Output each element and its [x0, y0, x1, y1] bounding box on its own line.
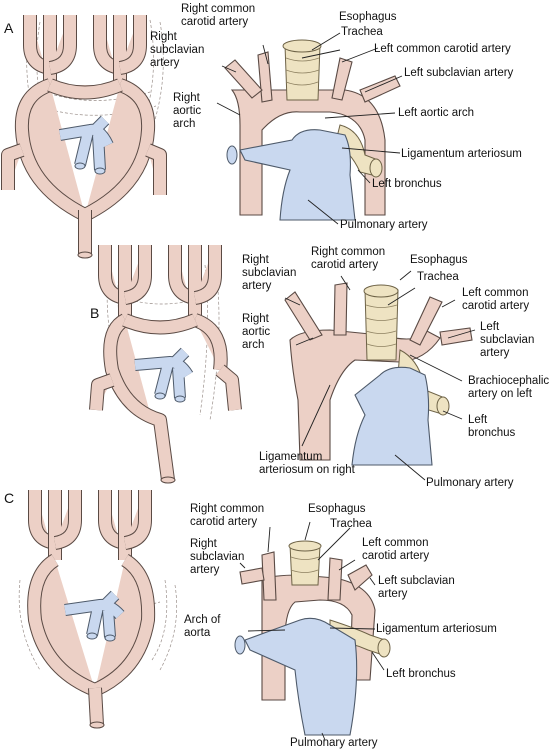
label-a-left-bronchus: Left bronchus: [372, 178, 442, 190]
label-c-right-common-carotid-2: carotid artery: [190, 516, 257, 528]
label-b-right-aortic-arch-1: Right: [242, 313, 270, 325]
label-c-left-bronchus: Left bronchus: [386, 668, 456, 680]
label-c-trachea: Trachea: [330, 518, 372, 530]
label-a-right-common-carotid-1: Right common: [181, 3, 255, 15]
label-a-right-subclavian-2: subclavian: [150, 44, 204, 56]
label-b-right-subclavian-3: artery: [242, 280, 272, 292]
label-b-left-bronchus-1: Left: [468, 414, 488, 426]
label-b-right-common-carotid-1: Right common: [311, 246, 385, 258]
label-c-pulmonary: Pulmonary artery: [290, 737, 378, 749]
label-c-ligamentum: Ligamentum arteriosum: [376, 623, 497, 635]
label-b-left-subclavian-2: subclavian: [480, 334, 534, 346]
label-c-left-common-carotid-2: carotid artery: [362, 550, 429, 562]
label-a-ligamentum: Ligamentum arteriosum: [401, 148, 522, 160]
label-b-left-bronchus-2: bronchus: [468, 427, 516, 439]
panel-b-schematic: [89, 245, 242, 484]
label-b-right-subclavian-2: subclavian: [242, 267, 296, 279]
label-b-right-subclavian-1: Right: [242, 254, 270, 266]
panel-a: A: [1, 3, 522, 259]
label-b-brachiocephalic-1: Brachiocephalic: [468, 375, 549, 387]
label-c-arch-of-aorta-1: Arch of: [184, 614, 221, 626]
panel-b-letter: B: [90, 305, 99, 321]
label-b-ligamentum-1: Ligamentum: [259, 451, 322, 463]
panel-b: B: [89, 245, 549, 489]
label-b-pulmonary: Pulmonary artery: [426, 477, 514, 489]
panel-a-schematic: [1, 15, 167, 259]
label-a-left-common-carotid: Left common carotid artery: [374, 43, 511, 55]
label-b-right-aortic-arch-2: aortic: [242, 326, 270, 338]
panel-c-schematic: [18, 490, 177, 729]
label-b-left-common-carotid-1: Left common: [462, 287, 528, 299]
label-a-right-common-carotid-2: carotid artery: [181, 16, 248, 28]
label-a-right-subclavian-3: artery: [150, 57, 180, 69]
label-a-right-subclavian-1: Right: [150, 31, 178, 43]
label-b-left-common-carotid-2: carotid artery: [462, 300, 529, 312]
label-c-esophagus: Esophagus: [308, 503, 366, 515]
label-b-ligamentum-2: arteriosum on right: [259, 464, 356, 476]
label-b-right-common-carotid-2: carotid artery: [311, 259, 378, 271]
label-a-trachea: Trachea: [341, 26, 383, 38]
label-c-left-common-carotid-1: Left common: [362, 537, 428, 549]
label-a-pulmonary: Pulmonary artery: [340, 219, 428, 231]
label-b-esophagus: Esophagus: [410, 254, 468, 266]
label-a-left-aortic-arch: Left aortic arch: [398, 107, 474, 119]
label-c-arch-of-aorta-2: aorta: [184, 627, 211, 639]
label-a-left-subclavian: Left subclavian artery: [404, 67, 514, 79]
panel-c-letter: C: [4, 490, 14, 506]
panel-c: C: [4, 490, 497, 749]
panel-a-anatomy: [216, 32, 403, 225]
label-c-right-common-carotid-1: Right common: [190, 503, 264, 515]
label-b-trachea: Trachea: [417, 271, 459, 283]
label-c-right-subclavian-1: Right: [190, 538, 218, 550]
label-c-right-subclavian-2: subclavian: [190, 551, 244, 563]
label-b-right-aortic-arch-3: arch: [242, 339, 264, 351]
label-a-right-aortic-arch-3: arch: [173, 118, 195, 130]
label-c-left-subclavian-1: Left subclavian: [378, 575, 455, 587]
label-a-right-aortic-arch-1: Right: [173, 92, 201, 104]
label-a-esophagus: Esophagus: [339, 11, 397, 23]
label-a-right-aortic-arch-2: aortic: [173, 105, 201, 117]
label-b-brachiocephalic-2: artery on left: [468, 388, 533, 400]
label-b-left-subclavian-1: Left: [480, 321, 500, 333]
panel-a-letter: A: [4, 20, 14, 36]
panel-b-anatomy: [284, 270, 476, 481]
panel-c-anatomy: [234, 521, 391, 741]
label-b-left-subclavian-3: artery: [480, 347, 510, 359]
label-c-right-subclavian-3: artery: [190, 564, 220, 576]
label-c-left-subclavian-2: artery: [378, 588, 408, 600]
